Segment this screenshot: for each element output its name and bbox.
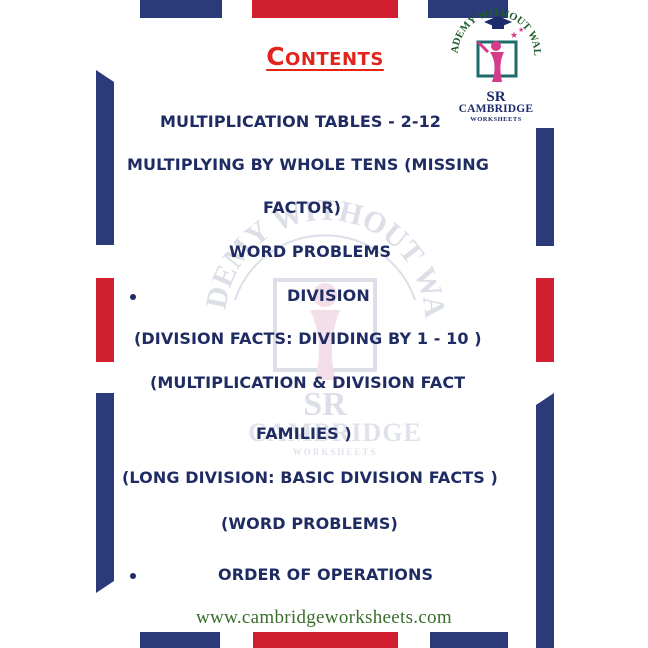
border-left-red	[96, 278, 114, 362]
svg-text:★: ★	[510, 31, 518, 41]
contents-item: (DIVISION FACTS: DIVIDING BY 1 - 10 )	[134, 329, 482, 348]
logo-subtitle: WORKSHEETS	[470, 116, 522, 123]
border-bottom-right	[430, 632, 508, 648]
contents-item: (LONG DIVISION: BASIC DIVISION FACTS )	[122, 468, 498, 487]
border-bottom-red	[253, 632, 398, 648]
border-top-right	[428, 0, 508, 18]
page-heading: Contents	[266, 42, 384, 71]
border-right-red	[536, 278, 554, 362]
bullet-icon	[130, 294, 136, 300]
contents-item: FACTOR)	[263, 198, 342, 217]
border-left-top	[96, 70, 114, 245]
border-bottom-left	[140, 632, 220, 648]
contents-item: MULTIPLYING BY WHOLE TENS (MISSING	[127, 155, 489, 174]
contents-item: (MULTIPLICATION & DIVISION FACT	[150, 373, 466, 392]
contents-item: FAMILIES )	[256, 424, 352, 443]
academy-logo: ACADEMY WITHOUT WALLS ★ ★ SR	[448, 2, 542, 105]
contents-item: MULTIPLICATION TABLES - 2-12	[160, 112, 442, 131]
border-right-top	[536, 128, 554, 246]
border-top-left-diagonal	[140, 0, 222, 18]
contents-item: ORDER OF OPERATIONS	[218, 565, 434, 584]
watermark-title: CAMBRIDGE	[248, 418, 422, 447]
border-left-bottom	[96, 393, 114, 593]
contents-item: DIVISION	[287, 286, 370, 305]
border-top-red	[252, 0, 398, 18]
watermark-subtitle: WORKSHEETS	[292, 447, 378, 457]
logo-title: CAMBRIDGE	[458, 103, 534, 115]
bullet-icon	[130, 573, 136, 579]
svg-text:★: ★	[518, 26, 524, 34]
contents-item: WORD PROBLEMS	[229, 242, 392, 261]
border-right-bottom	[536, 393, 554, 648]
contents-item: (WORD PROBLEMS)	[221, 514, 398, 533]
website-link[interactable]: www.cambridgeworksheets.com	[196, 607, 452, 628]
logo-monogram: SR	[486, 89, 505, 105]
